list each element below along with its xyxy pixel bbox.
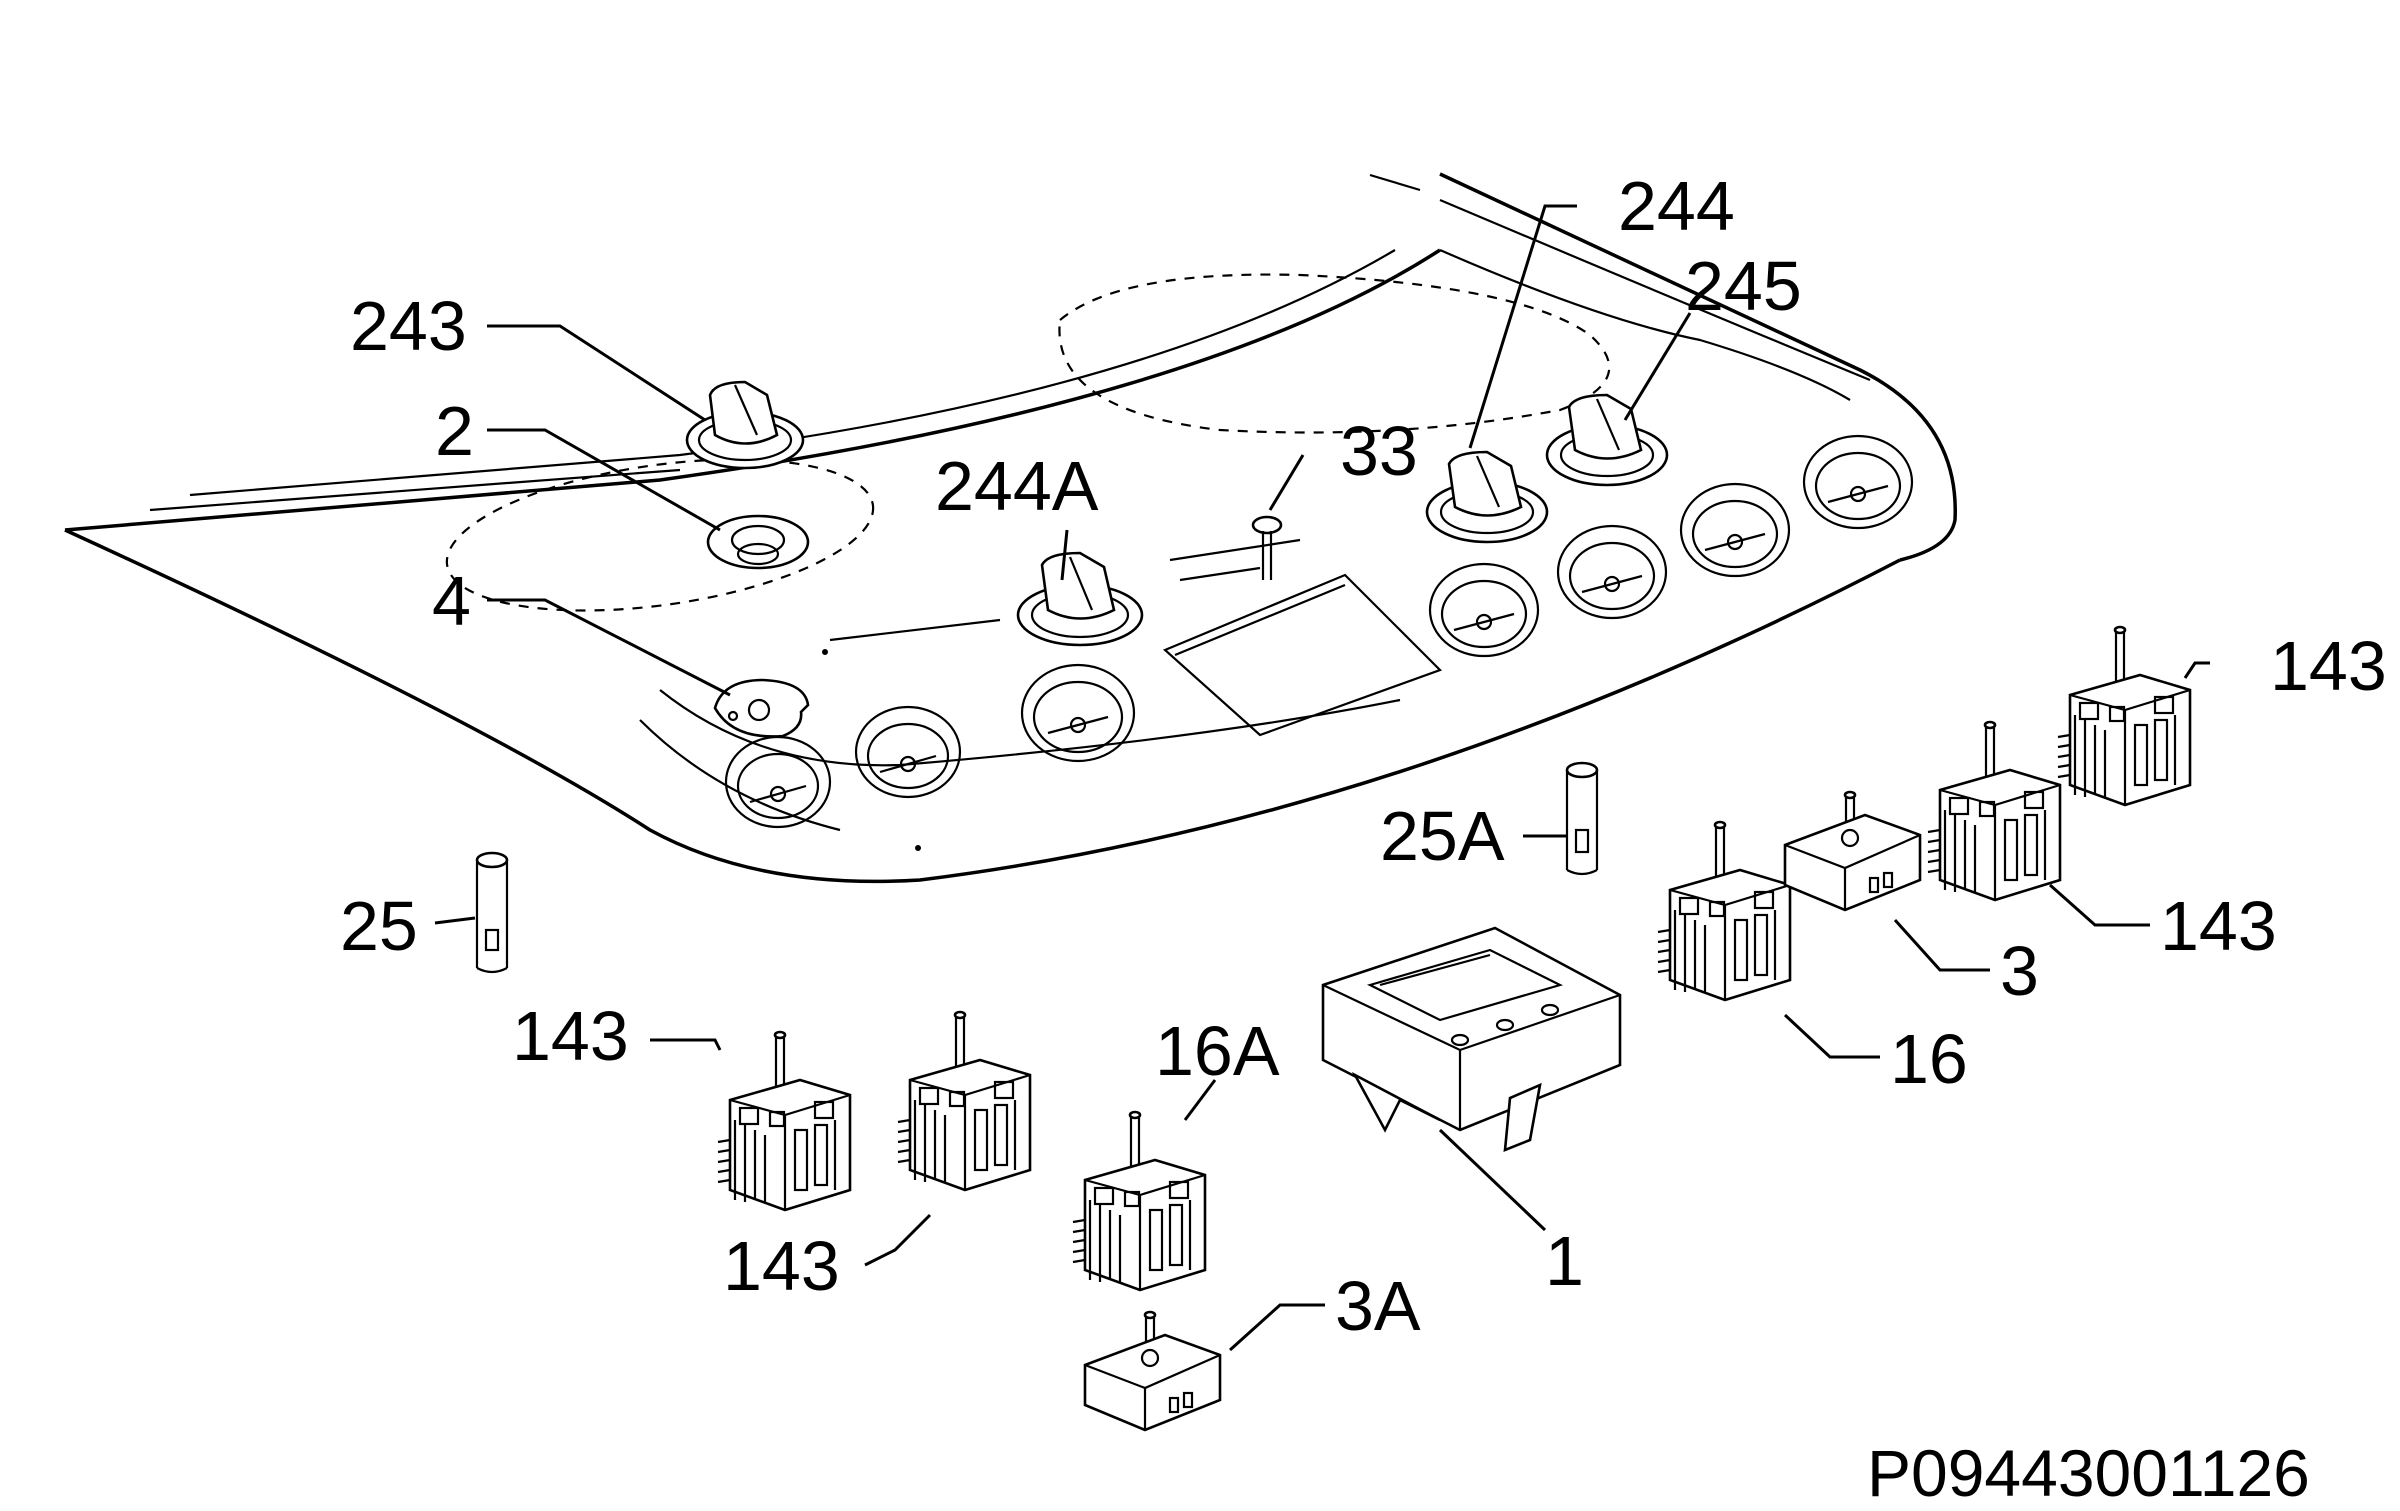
label-33: 33 (1340, 412, 1418, 490)
label-243: 243 (350, 287, 467, 365)
knob-245 (1545, 393, 1669, 487)
drawing-code: P09443001126 (1867, 1436, 2310, 1510)
switch-16 (1656, 820, 1792, 1002)
leader-lines (434, 204, 2210, 1352)
label-3: 3 (2000, 932, 2039, 1010)
switch-143-right-mid (1926, 720, 2062, 902)
label-1: 1 (1545, 1222, 1584, 1300)
knob-244A (1016, 551, 1144, 647)
label-244: 244 (1618, 167, 1735, 245)
switch-16A (1071, 1110, 1207, 1292)
label-16A: 16A (1155, 1012, 1280, 1090)
label-25: 25 (340, 887, 418, 965)
thermostat-3 (1783, 790, 1922, 912)
switch-143-left-top (716, 1030, 852, 1212)
switch-143-right-top (2056, 625, 2192, 807)
knob-243 (685, 380, 805, 470)
label-16: 16 (1890, 1020, 1968, 1098)
label-3A: 3A (1335, 1267, 1421, 1345)
screw-33 (1251, 515, 1283, 580)
thermostat-3A (1083, 1310, 1222, 1432)
label-143-left-bottom: 143 (723, 1227, 840, 1305)
bezel-ring-2 (706, 514, 810, 570)
label-143-left-top: 143 (512, 997, 629, 1075)
knob-wells (724, 434, 1914, 829)
label-143-right-top: 143 (2270, 627, 2387, 705)
knob-244 (1425, 450, 1549, 544)
label-143-right-mid: 143 (2160, 887, 2277, 965)
control-panel (64, 172, 1957, 884)
label-2: 2 (435, 392, 474, 470)
label-245: 245 (1685, 247, 1802, 325)
electronic-module-1 (1321, 926, 1622, 1152)
spacer-25 (475, 851, 509, 974)
label-244A: 244A (935, 447, 1099, 525)
dial-plate-4 (713, 678, 810, 738)
label-4: 4 (432, 562, 471, 640)
spacer-25A (1565, 761, 1599, 876)
label-25A: 25A (1380, 797, 1505, 875)
switch-143-left-bottom (896, 1010, 1032, 1192)
